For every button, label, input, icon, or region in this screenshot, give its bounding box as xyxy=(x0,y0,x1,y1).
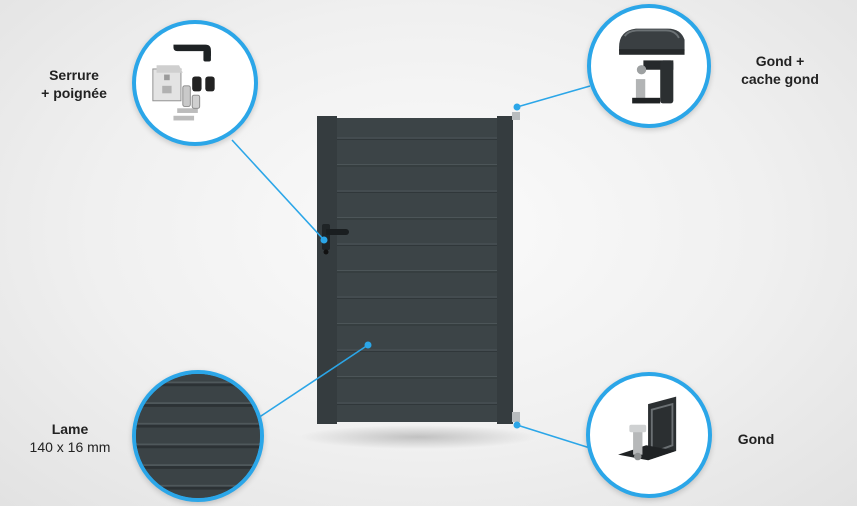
hinge-detail-circle xyxy=(586,372,712,498)
lock-handle-kit-icon xyxy=(152,44,215,121)
hinge-cover-detail-circle xyxy=(587,4,711,128)
hinge-cover-label: Gond + cache gond xyxy=(715,52,845,88)
slat-label: Lame 140 x 16 mm xyxy=(10,420,130,456)
lock-label-line1: Serrure xyxy=(49,67,99,83)
callout-dot-lock xyxy=(320,236,328,244)
slat-detail-circle xyxy=(132,370,264,502)
callout-dot-hinge-cover xyxy=(513,103,521,111)
slat-texture-line xyxy=(136,381,260,384)
hinge-label-line1: Gond xyxy=(737,431,775,447)
callout-line-slat xyxy=(257,344,369,419)
lock-detail-circle xyxy=(132,20,258,146)
top-hinge xyxy=(512,112,520,120)
callout-line-lock xyxy=(231,139,325,241)
callout-line-hinge xyxy=(516,424,591,449)
hinge-bracket-icon xyxy=(618,396,677,461)
hinge-cover-label-line2: cache gond xyxy=(741,71,819,87)
slat-texture-line xyxy=(136,484,260,487)
slat-texture-shadow xyxy=(136,424,260,428)
lock-label: Serrure + poignée xyxy=(18,66,130,102)
hinge-with-cover-icon xyxy=(619,28,685,104)
callout-line-hinge-cover xyxy=(516,85,591,108)
callout-dot-hinge xyxy=(513,421,521,429)
slat-label-line1: Lame xyxy=(51,421,89,437)
hinge-cover-label-line1: Gond + xyxy=(755,53,805,69)
hinge-label: Gond xyxy=(720,430,792,448)
slat-texture-line xyxy=(136,402,260,405)
slat-texture-shadow xyxy=(136,445,260,449)
lock-label-line2: + poignée xyxy=(41,85,107,101)
slat-label-line2: 140 x 16 mm xyxy=(29,439,111,455)
slat-texture-shadow xyxy=(136,383,260,387)
slat-texture-shadow xyxy=(136,486,260,490)
slat-texture-icon xyxy=(136,374,260,498)
slat-texture-line xyxy=(136,443,260,446)
gate-right-post xyxy=(497,116,513,424)
gate-slats xyxy=(337,137,497,405)
gate-shadow xyxy=(300,425,536,449)
slat-texture-shadow xyxy=(136,404,260,407)
gate-handle xyxy=(322,224,349,255)
slat-texture-shadow xyxy=(136,466,260,469)
slat-texture-line xyxy=(136,464,260,467)
slat-texture-line xyxy=(136,422,260,425)
callout-dot-slat xyxy=(364,341,372,349)
gate-left-post xyxy=(317,116,337,424)
bottom-hinge xyxy=(512,412,520,422)
